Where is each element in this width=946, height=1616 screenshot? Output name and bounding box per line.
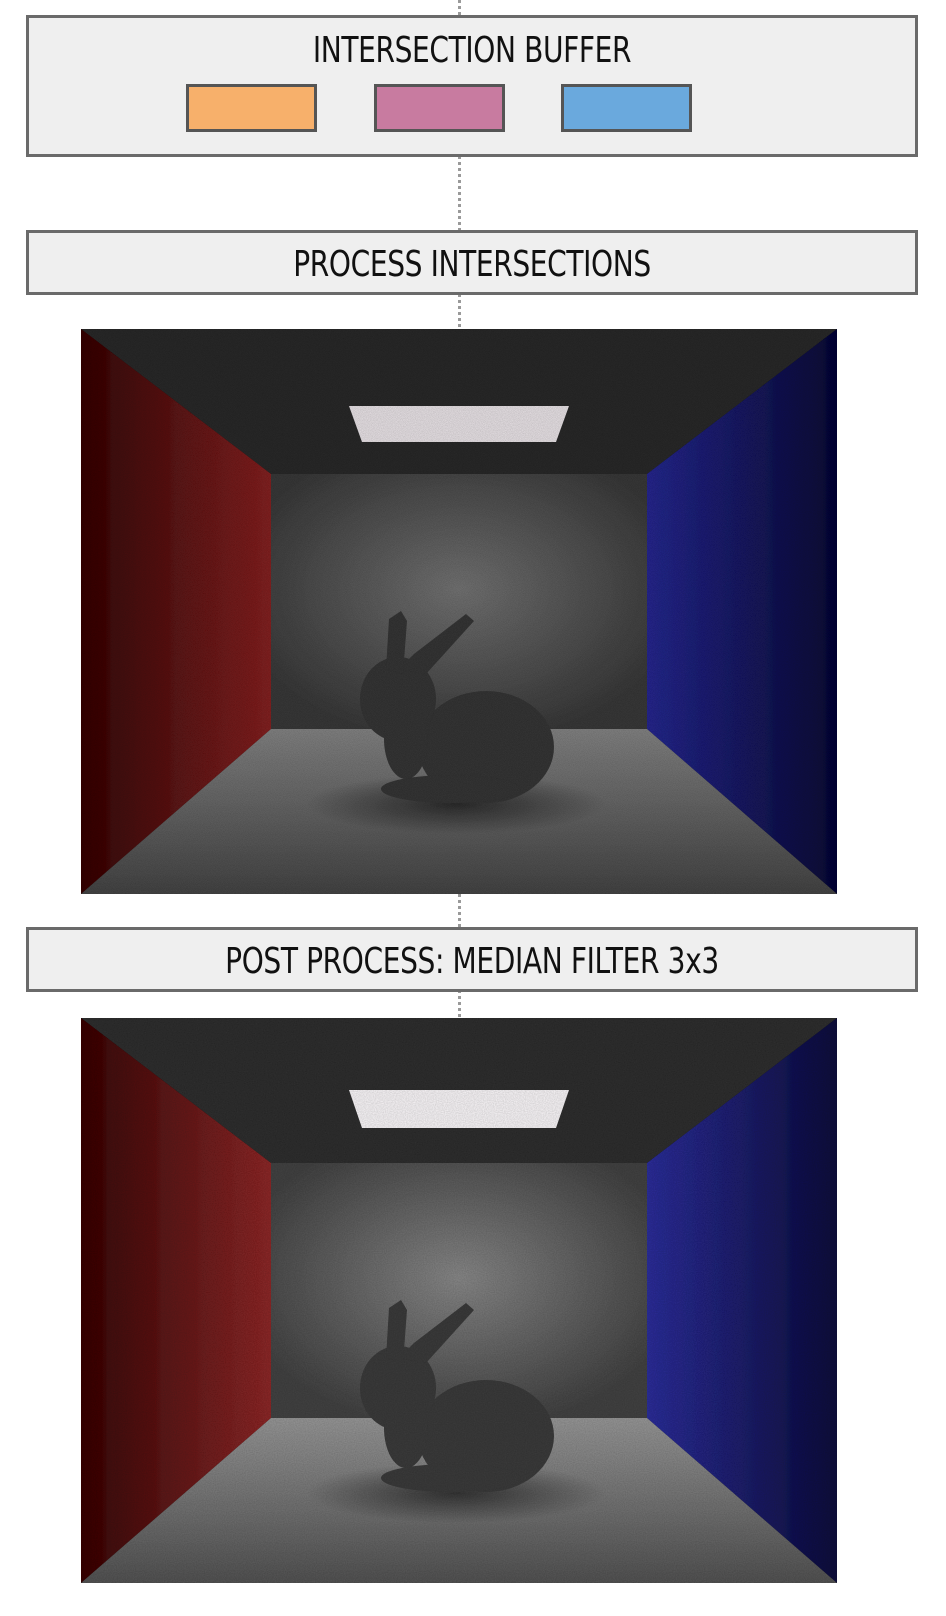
cornell-box-image [81, 329, 837, 894]
buffer-slot-magenta [374, 84, 505, 132]
cornell-box-image-filtered [81, 1018, 837, 1583]
buffer-slot-orange [186, 84, 317, 132]
process-intersections-title: PROCESS INTERSECTIONS [293, 244, 651, 285]
cornell-box-render-noisy [81, 329, 837, 894]
post-process-panel: POST PROCESS: MEDIAN FILTER 3x3 [26, 927, 918, 992]
intersection-buffer-title: INTERSECTION BUFFER [312, 30, 632, 71]
process-intersections-panel: PROCESS INTERSECTIONS [26, 230, 918, 295]
buffer-slot-blue [561, 84, 692, 132]
intersection-buffer-panel: INTERSECTION BUFFER [26, 15, 918, 157]
post-process-title: POST PROCESS: MEDIAN FILTER 3x3 [225, 941, 719, 982]
cornell-box-render-filtered [81, 1018, 837, 1583]
